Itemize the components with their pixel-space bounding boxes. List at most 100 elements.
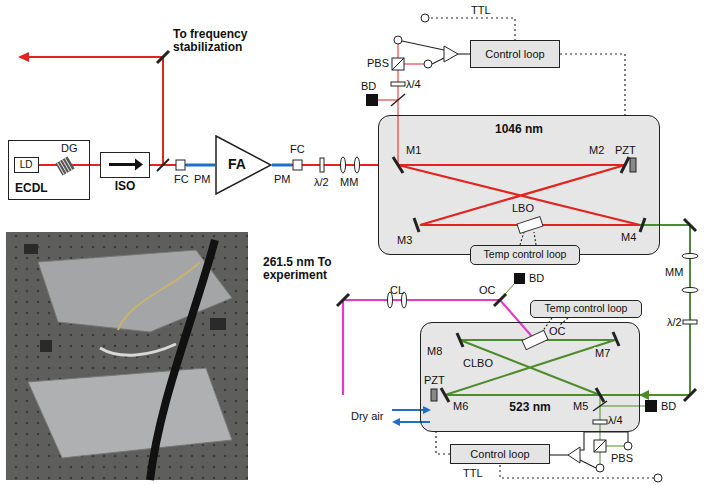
part-label: MM (664, 266, 684, 278)
uv-beam (343, 300, 535, 395)
photodiode (596, 464, 604, 472)
fiber-coupler (293, 160, 302, 170)
mirror (441, 388, 449, 402)
lens (682, 254, 698, 259)
grating-lines (57, 158, 72, 175)
part-label: TTL (470, 4, 492, 16)
part-label: M1 (405, 144, 422, 156)
part-label: λ/2 (666, 316, 683, 328)
part-label: BD (528, 272, 545, 284)
dry-air-pipes (392, 406, 431, 426)
mirror (457, 333, 463, 347)
node-text: 523 nm (509, 401, 550, 414)
output-note: 261.5 nm To experiment (262, 256, 356, 282)
part-label: M6 (452, 400, 469, 412)
part-label: PM (193, 173, 212, 185)
part-label: LBO (511, 202, 535, 214)
pickoff-plate (391, 94, 405, 106)
arrow-head (135, 159, 143, 171)
part-label: FC (289, 143, 306, 155)
part-label: DG (60, 142, 79, 154)
wire (580, 460, 596, 468)
output-note: To frequency stabilization (172, 28, 274, 54)
reflected-beam (600, 406, 645, 407)
fiber-coupler (176, 160, 185, 170)
reflected-beam (378, 100, 398, 101)
crystal (517, 217, 543, 234)
photo-ground (6, 232, 248, 480)
beam-dump (514, 273, 525, 284)
mirror (157, 51, 169, 63)
mirror (337, 294, 349, 306)
waveplate (391, 82, 405, 86)
part-label: M7 (594, 347, 611, 359)
bowtie-beam (398, 165, 640, 225)
part-label: PZT (423, 374, 446, 386)
grating-body (55, 156, 74, 175)
photo-breadboard (6, 232, 248, 480)
part-label: PBS (610, 452, 634, 464)
node-text: Temp control loop (545, 303, 628, 315)
wire (458, 53, 470, 54)
photo-mount (40, 340, 52, 352)
pickoff-beam (27, 57, 163, 165)
part-label: λ/4 (405, 78, 422, 90)
lens (355, 157, 360, 173)
beam-splitter (157, 159, 169, 171)
grating (55, 156, 74, 175)
isolator-arrow (101, 153, 148, 176)
part-label: FC (173, 173, 190, 185)
wire (402, 41, 444, 50)
pbs-cube (392, 58, 404, 70)
mirror (640, 218, 645, 232)
temp-control-box: Temp control loop (470, 245, 580, 265)
node-text: ISO (115, 180, 136, 193)
beam-connector (436, 432, 450, 454)
reflected-beam (404, 64, 424, 65)
part-label: M3 (396, 234, 413, 246)
photo-fiber (100, 344, 176, 355)
pickoff-plate (593, 401, 607, 411)
lens (682, 288, 698, 293)
waveplate (320, 158, 324, 172)
cavity-ground (420, 322, 640, 432)
node-text: FA (228, 157, 246, 172)
cavity-housing: 523 nm (420, 322, 640, 432)
photo-mount (210, 318, 226, 330)
control-box: Control loop (450, 444, 550, 464)
node-text: Temp control loop (484, 249, 567, 261)
reflected-beam (606, 446, 624, 447)
part-label: λ/4 (607, 414, 624, 426)
part-label: M4 (620, 231, 637, 243)
part-label: PM (273, 173, 292, 185)
mirror (414, 218, 419, 232)
pbs-diagonal (392, 58, 404, 70)
part-label: λ/2 (313, 176, 330, 188)
pbs-diagonal (594, 440, 606, 452)
part-label: M8 (426, 345, 443, 357)
beam-connector (90, 164, 100, 166)
crystal (522, 330, 548, 349)
photodiode (394, 36, 402, 44)
part-label: CL (389, 284, 405, 296)
photodiode (624, 442, 632, 450)
part-label: TTL (462, 467, 484, 479)
photo-mount (24, 244, 38, 254)
beam-dump (366, 94, 378, 106)
mirror (613, 332, 619, 346)
waveplate (593, 420, 607, 424)
part-label: Dry air (350, 410, 384, 422)
pm-fiber (186, 164, 215, 167)
pbs-cube (594, 440, 606, 452)
pipe-arrow (392, 418, 400, 426)
ttl-line (431, 18, 515, 40)
piezo (630, 158, 636, 172)
wire (432, 58, 444, 64)
mirror (684, 389, 696, 401)
part-label: MM (339, 176, 359, 188)
node-text: 1046 nm (495, 123, 543, 136)
beam-connector (560, 54, 625, 115)
part-label: M2 (588, 144, 605, 156)
